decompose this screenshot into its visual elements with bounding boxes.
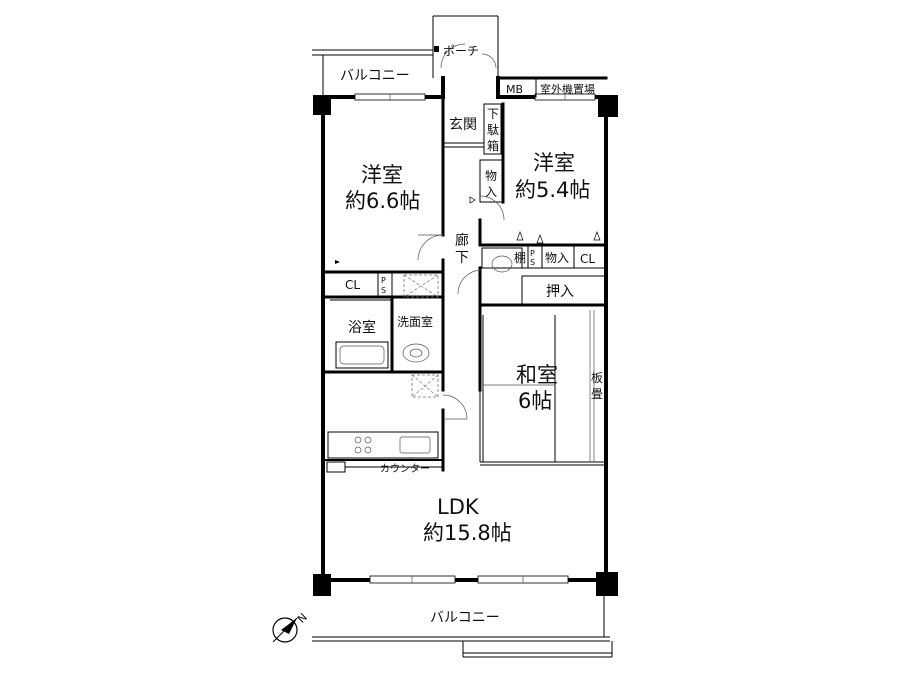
storage-right-label: 物入 [545,251,569,265]
western-right-name: 洋室 [533,151,575,175]
columns [313,95,618,596]
itatatami-label-1: 板 [591,371,603,385]
cl-right-label: CL [580,252,595,266]
shelf-label: 棚 [514,250,526,265]
mb-label: MB [506,83,523,96]
porch-label: ポーチ [443,44,479,58]
entrance-label: 玄関 [449,116,477,133]
ps-left-label-1: P [381,276,386,285]
shoe-box-label-2: 駄 [487,122,499,137]
ldk-name: LDK [437,495,480,519]
door-swings [335,195,601,420]
cl-left-label: CL [345,278,360,292]
ps-left-label-2: S [381,286,386,295]
shoe-box-label-3: 箱 [487,138,499,153]
balcony-top-label: バルコニー [340,68,410,84]
corridor-label-2: 下 [455,250,469,266]
balcony-bottom-outline [312,596,613,658]
corridor-label-1: 廊 [455,232,469,249]
compass: N [272,611,310,643]
windows [354,93,596,584]
outdoor-unit-label: 室外機置場 [540,82,595,96]
western-left-size: 約6.6帖 [345,189,420,213]
porch-outline [432,15,499,78]
ps-right-label-2: S [530,258,535,267]
shoe-box-label-1: 下 [487,107,499,121]
western-right-size: 約5.4帖 [515,178,590,202]
compass-north-label: N [295,611,310,626]
counter-label: カウンター [380,463,430,475]
storage-label-2: 入 [485,185,497,199]
interior-walls [321,95,608,473]
bath-label: 浴室 [348,319,376,336]
japanese-room-size: 6帖 [518,389,552,413]
balcony-top-outline [312,49,433,97]
itatatami-label-2: 畳 [591,387,603,401]
japanese-room-name: 和室 [516,363,558,387]
oshiire-label: 押入 [546,284,574,300]
western-left-name: 洋室 [361,163,403,187]
ldk-size: 約15.8帖 [423,521,512,545]
mb-boxes [497,77,537,98]
ps-right-label-1: P [530,249,535,258]
balcony-bottom-label: バルコニー [430,610,500,626]
washroom-label: 洗面室 [397,314,433,329]
storage-label-1: 物 [485,169,497,183]
